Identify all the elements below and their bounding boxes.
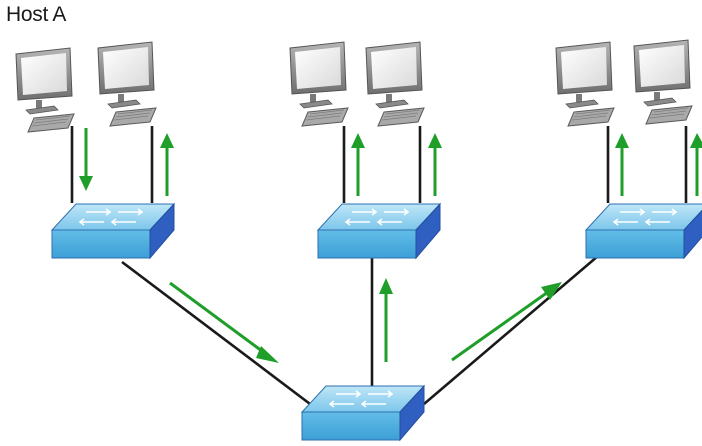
cables <box>70 126 688 412</box>
host-group-middle <box>289 41 425 127</box>
arrow-down-from-host-a <box>79 128 93 191</box>
frame-arrows <box>79 128 702 363</box>
host-2-computer-icon <box>97 41 157 127</box>
cable-switch-right-to-core <box>423 255 599 405</box>
host-5-computer-icon <box>555 41 615 127</box>
arrow-core-up-to-middle-switch <box>379 278 393 362</box>
host-6-computer-icon <box>633 39 693 125</box>
switch-right-icon <box>585 203 702 259</box>
arrow-up-to-host-3 <box>351 133 365 196</box>
arrow-up-to-host-4 <box>428 133 442 196</box>
arrow-left-switch-to-core <box>169 281 279 363</box>
switch-middle-icon <box>317 203 441 259</box>
arrow-up-to-host-6 <box>690 133 702 196</box>
arrow-core-to-right-switch <box>451 282 562 362</box>
arrow-up-to-host-5 <box>615 133 629 196</box>
cable-switch-left-to-core <box>121 260 319 412</box>
switch-core-icon <box>301 385 425 441</box>
host-group-right <box>555 39 693 127</box>
host-3-computer-icon <box>289 41 349 127</box>
switch-left-icon <box>51 203 175 259</box>
host-a-label: Host A <box>6 3 67 26</box>
host-4-computer-icon <box>365 41 425 127</box>
host-group-left <box>15 41 157 133</box>
arrow-up-to-host-2 <box>160 133 174 196</box>
host-a-computer-icon <box>15 47 75 133</box>
